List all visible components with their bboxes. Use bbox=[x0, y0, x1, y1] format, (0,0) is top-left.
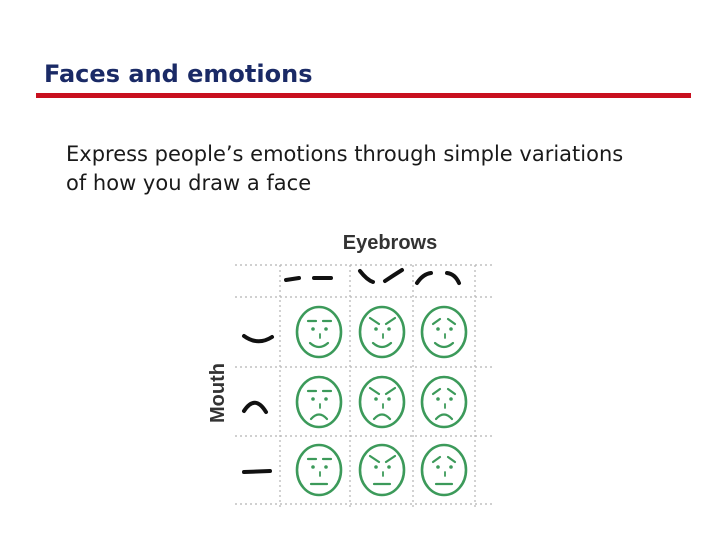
slide-body-text: Express people’s emotions through simple… bbox=[66, 142, 624, 195]
mouth-sample-smile bbox=[242, 334, 274, 344]
face-eye bbox=[324, 327, 328, 331]
face-eye bbox=[387, 327, 391, 331]
face-outline bbox=[295, 375, 343, 429]
face-eyebrow bbox=[431, 317, 442, 326]
face-outline bbox=[420, 443, 468, 497]
face-eyebrow bbox=[368, 316, 381, 326]
slide-title: Faces and emotions bbox=[44, 60, 313, 88]
eyebrow-sample-angry bbox=[383, 268, 404, 283]
face-eyebrow bbox=[384, 454, 397, 464]
face-eye bbox=[311, 327, 315, 331]
eyebrow-sample-worried bbox=[415, 271, 433, 285]
face-outline bbox=[295, 305, 343, 359]
face-eyebrow bbox=[368, 386, 381, 396]
face-eye bbox=[436, 465, 440, 469]
face-flat-smile bbox=[295, 305, 343, 359]
face-eye bbox=[449, 397, 453, 401]
face-eyebrow bbox=[384, 386, 397, 396]
face-eye bbox=[374, 465, 378, 469]
mouth-sample-straight bbox=[242, 469, 272, 474]
eyebrows-axis-label: Eyebrows bbox=[343, 232, 437, 254]
face-eye bbox=[387, 465, 391, 469]
eyebrow-sample-worried bbox=[445, 271, 461, 285]
face-eye bbox=[374, 327, 378, 331]
face-outline bbox=[420, 305, 468, 359]
face-eye bbox=[311, 465, 315, 469]
face-mouth bbox=[433, 341, 455, 349]
face-worried-smile bbox=[420, 305, 468, 359]
face-eye bbox=[374, 397, 378, 401]
face-eyebrow bbox=[368, 454, 381, 464]
face-eye bbox=[449, 327, 453, 331]
face-mouth bbox=[434, 413, 454, 421]
face-eyebrow bbox=[431, 387, 442, 396]
mouth-sample-frown bbox=[242, 400, 268, 414]
emotion-faces-figure: Eyebrows Mouth bbox=[200, 225, 500, 515]
title-underline bbox=[36, 93, 691, 98]
face-flat-frown bbox=[295, 375, 343, 429]
face-angry-frown bbox=[358, 375, 406, 429]
face-worried-frown bbox=[420, 375, 468, 429]
face-angry-straight bbox=[358, 443, 406, 497]
face-eyebrow bbox=[384, 316, 397, 326]
face-mouth bbox=[309, 413, 329, 421]
face-eyebrow bbox=[446, 387, 457, 396]
face-outline bbox=[358, 375, 406, 429]
eyebrow-sample-flat bbox=[284, 276, 301, 282]
face-eyebrow bbox=[446, 455, 457, 464]
face-eye bbox=[324, 465, 328, 469]
face-eye bbox=[311, 397, 315, 401]
emotion-faces-grid: Eyebrows Mouth bbox=[207, 232, 495, 510]
mouth-axis-label: Mouth bbox=[207, 363, 229, 423]
face-mouth bbox=[371, 341, 393, 349]
face-outline bbox=[358, 443, 406, 497]
face-eye bbox=[436, 397, 440, 401]
face-mouth bbox=[372, 413, 392, 421]
face-flat-straight bbox=[295, 443, 343, 497]
eyebrow-sample-angry bbox=[358, 269, 375, 284]
face-angry-smile bbox=[358, 305, 406, 359]
face-worried-straight bbox=[420, 443, 468, 497]
face-eye bbox=[387, 397, 391, 401]
face-eyebrow bbox=[431, 455, 442, 464]
face-eye bbox=[436, 327, 440, 331]
face-outline bbox=[420, 375, 468, 429]
face-outline bbox=[358, 305, 406, 359]
face-mouth bbox=[308, 341, 330, 349]
face-eyebrow bbox=[446, 317, 457, 326]
face-eye bbox=[324, 397, 328, 401]
face-outline bbox=[295, 443, 343, 497]
face-eye bbox=[449, 465, 453, 469]
